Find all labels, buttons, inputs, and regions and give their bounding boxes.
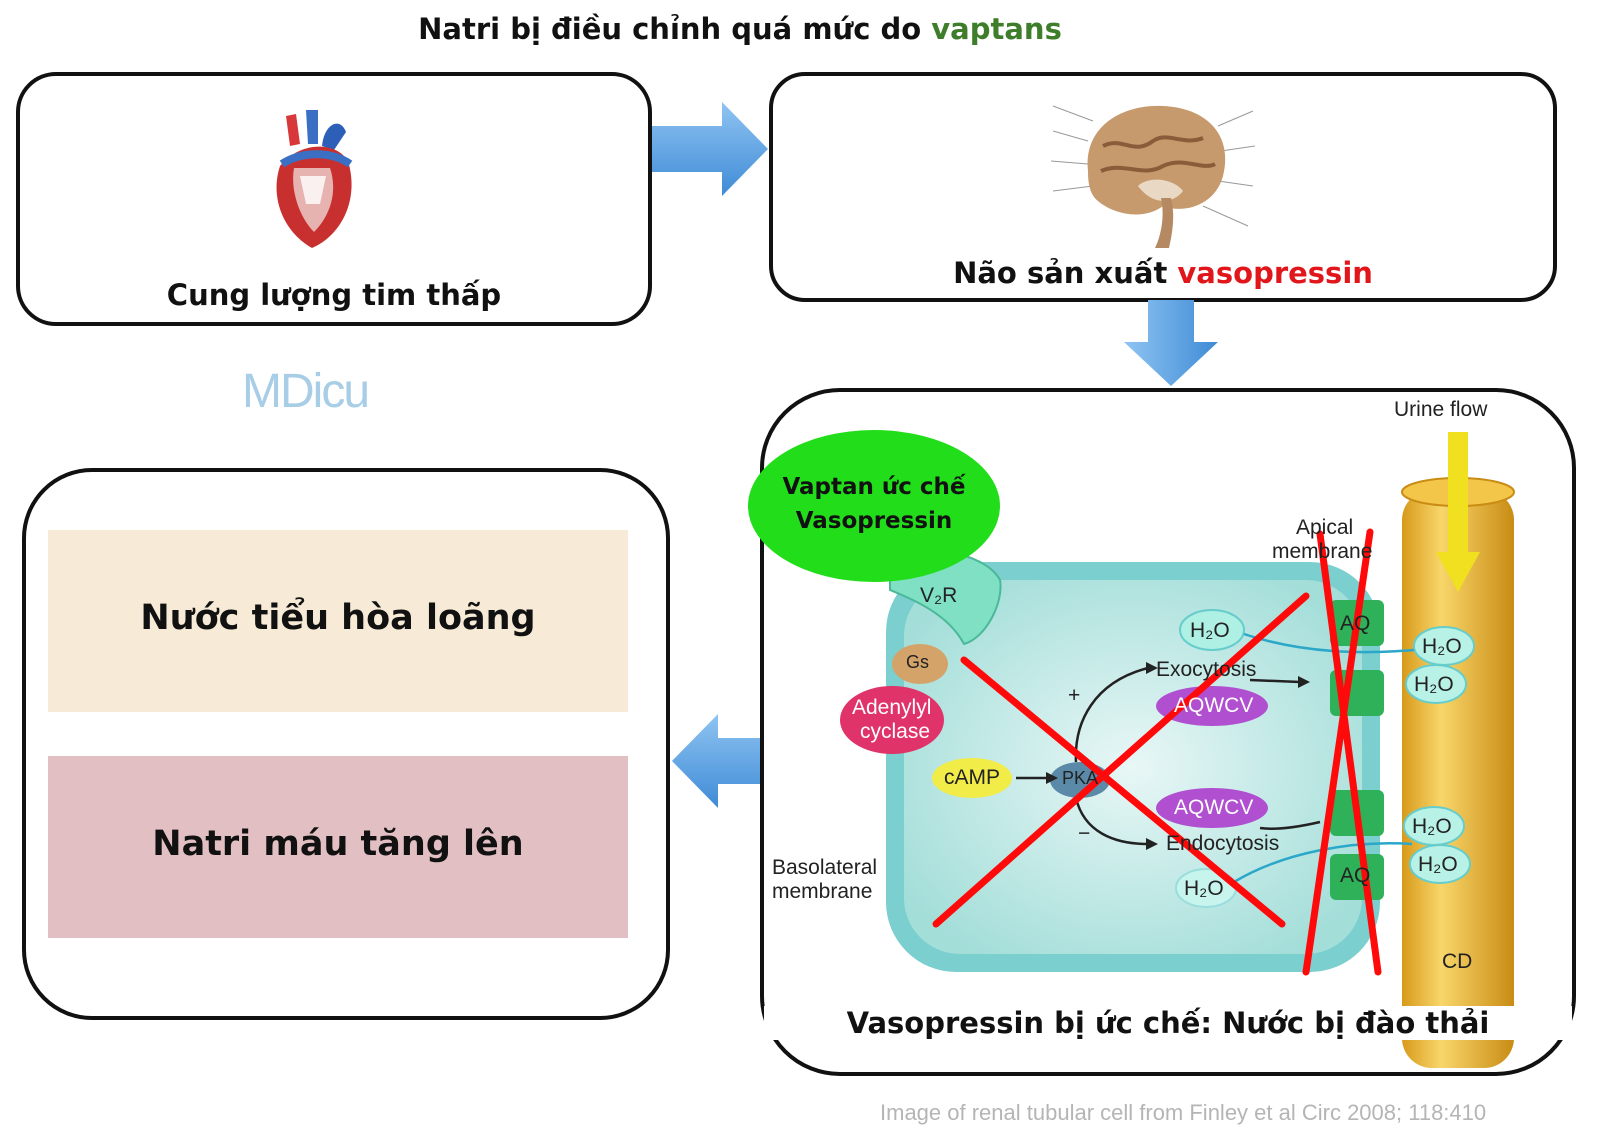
heart-caption: Cung lượng tim thấp	[166, 278, 502, 312]
page-title: Natri bị điều chỉnh quá mức do vaptans	[0, 12, 1480, 46]
citation: Image of renal tubular cell from Finley …	[880, 1100, 1487, 1125]
cell-box: Vaptan ức chế Vasopressin Urine flow Api…	[748, 388, 1576, 1076]
brain-box: Não sản xuất vasopressin	[769, 72, 1557, 302]
adenylyl-cyclase	[840, 686, 944, 754]
renal-cell-illustration	[840, 432, 1515, 1068]
result-dilute-urine-text: Nước tiểu hòa loãng	[140, 598, 536, 638]
aq-label-top: AQ	[1340, 612, 1371, 635]
h2o-label-duct-4: H₂O	[1418, 853, 1458, 876]
h2o-label-duct-1: H₂O	[1422, 635, 1462, 658]
pka-label: PKA	[1062, 768, 1099, 788]
title-prefix: Natri bị điều chỉnh quá mức do	[418, 12, 932, 46]
h2o-label-duct-3: H₂O	[1412, 815, 1452, 838]
apical-label-line1: Apical	[1296, 516, 1354, 539]
brain-icon	[1050, 105, 1256, 248]
plus-label: +	[1068, 684, 1081, 707]
h2o-label-duct-2: H₂O	[1414, 673, 1454, 696]
h2o-label-inside-bottom: H₂O	[1184, 877, 1224, 900]
basolateral-label-line1: Basolateral	[772, 856, 878, 879]
urine-flow-arrow	[1436, 432, 1480, 592]
heart-box: Cung lượng tim thấp	[16, 72, 652, 326]
brain-caption-prefix: Não sản xuất	[953, 256, 1178, 290]
heart-icon	[276, 110, 353, 248]
endocytosis-label: Endocytosis	[1166, 832, 1280, 855]
result-dilute-urine: Nước tiểu hòa loãng	[48, 530, 628, 712]
cell-caption: Vasopressin bị ức chế: Nước bị đào thải	[764, 1006, 1572, 1040]
adenylyl-label-line2: cyclase	[860, 720, 931, 743]
vaptan-inhibitor-badge: Vaptan ức chế Vasopressin	[748, 430, 1000, 582]
minus-label: −	[1078, 822, 1091, 845]
gs-label: Gs	[906, 652, 930, 672]
inhibitor-line1: Vaptan ức chế	[782, 474, 966, 500]
aqwcv-label-top: AQWCV	[1174, 694, 1254, 717]
camp-label: cAMP	[944, 766, 1001, 789]
arrow-right-icon	[652, 102, 768, 196]
arrow-down-icon	[1124, 300, 1218, 386]
brain-caption-highlight: vasopressin	[1177, 256, 1373, 290]
arrow-left-icon	[672, 714, 768, 808]
exocytosis-label: Exocytosis	[1156, 658, 1257, 681]
brain-caption: Não sản xuất vasopressin	[773, 256, 1553, 290]
basolateral-label-line2: membrane	[772, 880, 873, 903]
title-highlight: vaptans	[931, 12, 1062, 46]
urine-flow-label: Urine flow	[1394, 398, 1488, 421]
aqwcv-label-bottom: AQWCV	[1174, 796, 1254, 819]
result-sodium-rise-text: Natri máu tăng lên	[152, 824, 524, 864]
adenylyl-label-line1: Adenylyl	[852, 696, 932, 719]
v2r-label: V₂R	[920, 584, 958, 607]
inhibitor-line2: Vasopressin	[795, 508, 953, 534]
apical-label-line2: membrane	[1272, 540, 1373, 563]
result-sodium-rise: Natri máu tăng lên	[48, 756, 628, 938]
cd-label: CD	[1442, 950, 1473, 973]
inhibition-cross	[932, 528, 1382, 976]
results-box: Nước tiểu hòa loãng Natri máu tăng lên	[22, 468, 670, 1020]
h2o-label-inside-top: H₂O	[1190, 619, 1230, 642]
aq-label-bottom: AQ	[1340, 864, 1371, 887]
watermark-text: MDicu	[242, 365, 370, 418]
watermark-logo: MDicu	[242, 364, 412, 436]
